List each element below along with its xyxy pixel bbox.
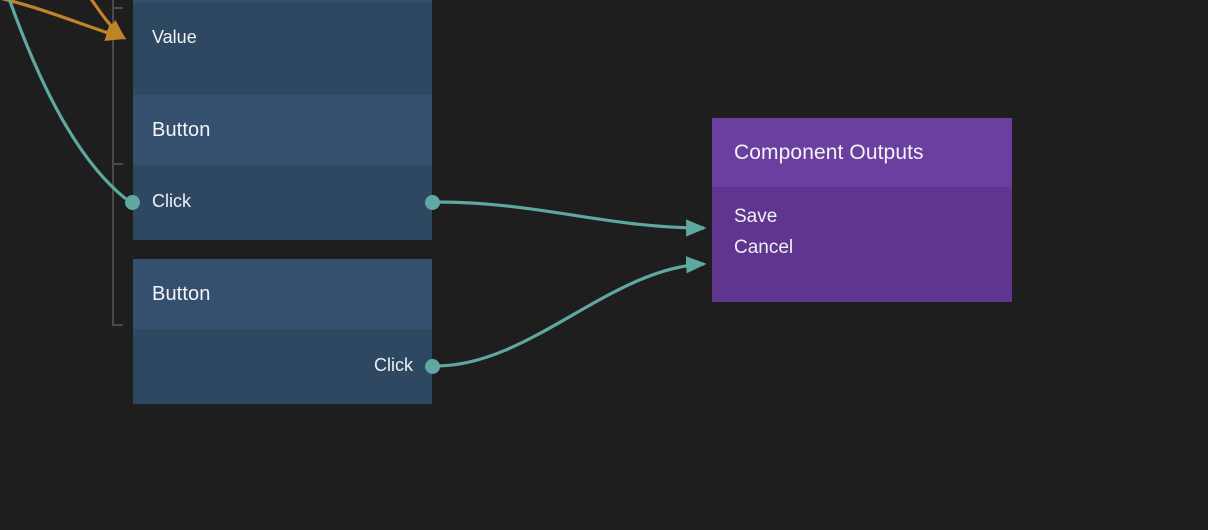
port-label-cancel: Cancel [734, 236, 794, 258]
port-row-cancel[interactable]: Cancel [734, 227, 990, 267]
port-row-value[interactable]: Value [152, 2, 413, 72]
port-dot-button-1-click-input[interactable] [125, 195, 140, 210]
port-row-button-2-click[interactable]: Click [152, 329, 413, 401]
node-component-outputs-header[interactable]: Component Outputs [712, 118, 1012, 187]
wire-button2-click-to-cancel [435, 256, 707, 368]
group-frame-tick-top [112, 7, 123, 9]
port-dot-button-1-click-output[interactable] [425, 195, 440, 210]
node-value-header[interactable] [133, 0, 432, 2]
group-frame-tick-middle [112, 163, 123, 165]
node-button-1-header[interactable]: Button [133, 95, 432, 165]
port-row-save[interactable]: Save [734, 187, 990, 227]
wire-click-input [7, 0, 127, 201]
port-dot-button-2-click-output[interactable] [425, 359, 440, 374]
port-label-button-2-click: Click [374, 355, 413, 375]
node-button-2-title: Button [152, 282, 211, 305]
node-button-2[interactable]: Button Click [133, 259, 432, 404]
port-label-save: Save [734, 205, 778, 227]
port-label-button-1-click: Click [152, 191, 191, 211]
node-button-1-body: Click [133, 165, 432, 240]
port-row-button-1-click[interactable]: Click [152, 165, 413, 237]
node-button-2-body: Click [133, 329, 432, 404]
wire-value-input-b [89, 0, 126, 40]
node-button-2-header[interactable]: Button [133, 259, 432, 329]
node-component-outputs-title: Component Outputs [734, 140, 924, 164]
node-button-1-title: Button [152, 118, 211, 141]
node-component-outputs-body: Save Cancel [712, 187, 1012, 302]
group-frame-tick-bottom [112, 324, 123, 326]
node-button-1[interactable]: Button Click [133, 95, 432, 240]
port-label-value: Value [152, 27, 197, 47]
node-component-outputs[interactable]: Component Outputs Save Cancel [712, 118, 1012, 302]
wire-value-input-a [1, 0, 127, 42]
wire-button1-click-to-save [435, 200, 707, 237]
